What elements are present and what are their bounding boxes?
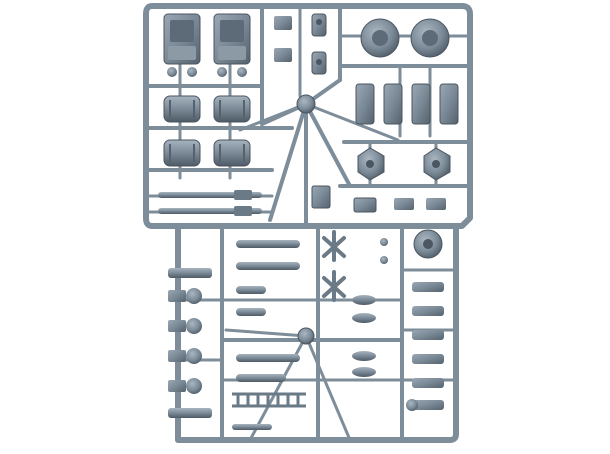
shells [352,238,388,377]
drum-parts [163,95,251,167]
upper-frame [143,3,473,229]
side-weapons [406,282,444,411]
small-brackets [274,13,327,75]
small-fittings [311,185,446,213]
upper-hub [296,94,316,114]
wheel [413,229,443,259]
barrels [232,240,300,430]
tripods [322,230,346,302]
engine-housing-right [213,13,251,77]
ladder [232,392,306,408]
engine-housing-left [163,13,201,77]
long-rods [158,190,262,216]
lower-frame [175,223,459,443]
hex-pieces [357,147,451,181]
gun-mounts [168,268,212,418]
round-hatches [360,18,450,58]
lower-hub [297,327,315,345]
armour-plates [355,83,459,125]
